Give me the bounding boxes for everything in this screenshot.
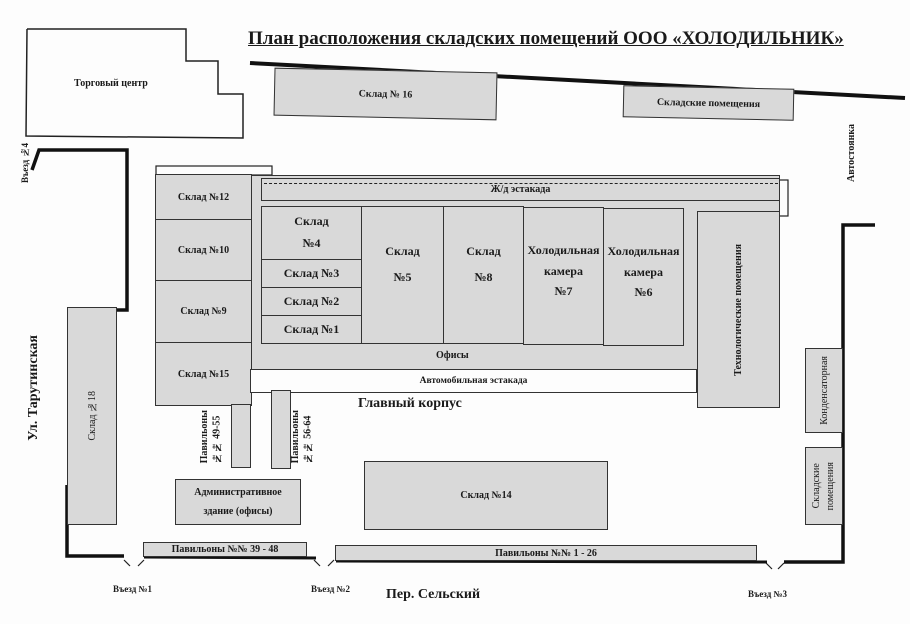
pavilions-1-26-label: Павильоны №№ 1 - 26 — [495, 547, 597, 559]
condenser-room-label: Конденсаторная — [818, 356, 830, 425]
railway-platform[interactable]: Ж/д эстакада — [261, 178, 780, 201]
sklad-9-label: Склад №9 — [180, 306, 227, 317]
parking-label: Автостоянка — [846, 124, 857, 182]
cold-chamber-7-label-line2: камера — [544, 263, 583, 278]
offices-label: Офисы — [436, 350, 469, 361]
pavilions-56-64-label-line2: №№ 56-64 — [302, 415, 314, 464]
page-title: План расположения складских помещений ОО… — [248, 28, 844, 49]
railway-platform-label: Ж/д эстакада — [490, 184, 551, 195]
building-cold-chamber-6[interactable]: Холодильная камера №6 — [603, 208, 684, 346]
truck-platform-label: Автомобильная эстакада — [419, 375, 528, 386]
warehouse-rooms-top-label: Складские помещения — [656, 96, 761, 110]
building-sklad-18[interactable]: Склад №18 — [67, 307, 117, 525]
warehouse-rooms-right-label: Складские помещения — [810, 462, 838, 510]
sklad-16-label: Склад № 16 — [358, 87, 413, 101]
admin-label-line2: здание (офисы) — [203, 506, 273, 517]
warehouse-rooms-right-label-line1: Складские — [811, 463, 822, 509]
sklad-3-label: Склад №3 — [283, 265, 340, 280]
building-sklad-9[interactable]: Склад №9 — [155, 280, 252, 343]
sklad-14-label: Склад №14 — [460, 490, 512, 501]
building-sklad-3[interactable]: Склад №3 — [261, 259, 362, 288]
sklad-8-label-line1: Склад — [466, 243, 501, 258]
building-technical-rooms[interactable]: Технологические помещения — [697, 211, 780, 408]
cold-chamber-6-label-line3: №6 — [634, 285, 653, 300]
building-warehouse-rooms-top[interactable]: Складские помещения — [622, 85, 795, 121]
pavilions-56-64-label: Павильоны №№ 56-64 — [290, 410, 315, 463]
pavilions-56-64-label-line1: Павильоны — [290, 410, 301, 464]
pavilions-49-55-label-line2: №№ 49-55 — [211, 415, 223, 464]
sklad-5-label-line2: №5 — [393, 270, 412, 284]
sklad-5-label-line1: Склад — [385, 243, 420, 258]
building-condenser-room[interactable]: Конденсаторная — [805, 348, 843, 433]
sklad-15-label: Склад №15 — [177, 368, 230, 380]
building-sklad-4[interactable]: Склад №4 — [261, 206, 362, 260]
building-sklad-2[interactable]: Склад №2 — [261, 287, 362, 316]
building-sklad-8[interactable]: Склад №8 — [443, 206, 524, 344]
technical-rooms-label: Технологические помещения — [733, 243, 744, 376]
truck-platform[interactable]: Автомобильная эстакада — [250, 369, 697, 393]
sklad-4-label-line2: №4 — [302, 236, 321, 250]
building-sklad-16[interactable]: Склад № 16 — [273, 67, 498, 121]
street-tarutinskaya-label: Ул. Тарутинская — [26, 335, 41, 441]
building-sklad-10[interactable]: Склад №10 — [155, 219, 252, 281]
warehouse-rooms-right-label-line2: помещения — [825, 461, 836, 511]
cold-chamber-7-label-line3: №7 — [554, 284, 573, 299]
entrance-3-label: Въезд №3 — [748, 589, 788, 599]
entrance-1-label: Въезд №1 — [113, 584, 153, 594]
cold-chamber-7-label-line1: Холодильная — [527, 243, 600, 258]
sklad-2-label: Склад №2 — [283, 293, 340, 308]
building-pavilions-39-48[interactable]: Павильоны №№ 39 - 48 — [143, 542, 307, 557]
building-sklad-15[interactable]: Склад №15 — [155, 342, 252, 406]
cold-chamber-6-label-line1: Холодильная — [607, 244, 680, 259]
pavilions-39-48-label: Павильоны №№ 39 - 48 — [171, 544, 279, 555]
sklad-12-label: Склад №12 — [177, 191, 230, 203]
building-admin[interactable]: Административное здание (офисы) — [175, 479, 301, 525]
sklad-10-label: Склад №10 — [177, 244, 230, 256]
sklad-8-label-line2: №8 — [474, 270, 493, 284]
sklad-1-label: Склад №1 — [283, 321, 340, 336]
building-pavilions-49-55[interactable] — [231, 404, 251, 468]
building-warehouse-rooms-right[interactable]: Складские помещения — [805, 447, 843, 525]
building-sklad-14[interactable]: Склад №14 — [364, 461, 608, 530]
entrance-4-label: Въезд №4 — [20, 143, 30, 184]
main-building-label: Главный корпус — [358, 396, 462, 411]
sklad-18-label: Склад №18 — [86, 391, 98, 441]
cold-chamber-6-label-line2: камера — [624, 264, 663, 279]
building-sklad-5[interactable]: Склад №5 — [361, 206, 444, 344]
mall-label: Торговый центр — [74, 78, 148, 89]
railway-track-line — [264, 183, 778, 184]
building-sklad-12[interactable]: Склад №12 — [155, 174, 252, 220]
street-selsky-label: Пер. Сельский — [386, 587, 481, 602]
building-cold-chamber-7[interactable]: Холодильная камера №7 — [523, 207, 604, 345]
building-pavilions-56-64[interactable] — [271, 390, 291, 469]
entrance-2-label: Въезд №2 — [311, 584, 351, 594]
building-sklad-1[interactable]: Склад №1 — [261, 315, 362, 344]
pavilions-49-55-label: Павильоны №№ 49-55 — [199, 410, 224, 463]
pavilions-49-55-label-line1: Павильоны — [199, 410, 210, 464]
admin-label-line1: Административное — [194, 487, 282, 498]
sklad-4-label-line1: Склад — [294, 214, 329, 229]
building-pavilions-1-26[interactable]: Павильоны №№ 1 - 26 — [335, 545, 757, 561]
